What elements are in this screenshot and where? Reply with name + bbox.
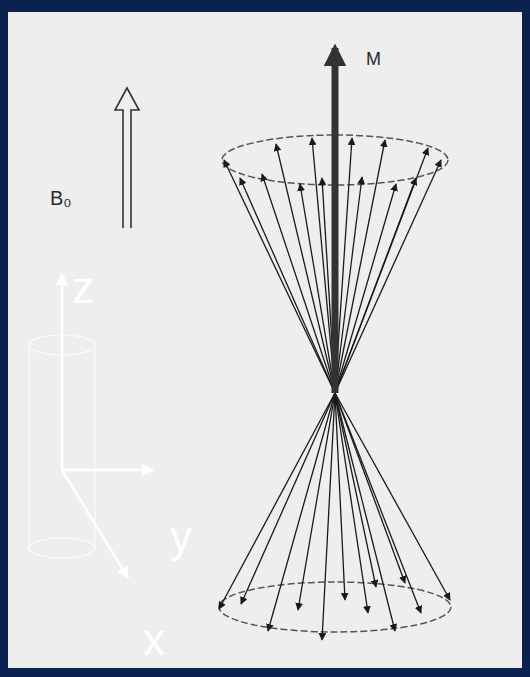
spin-vector (335, 393, 376, 587)
image-panel (8, 12, 522, 668)
magnetization-label: M (366, 50, 381, 68)
spin-vector (335, 148, 428, 393)
axis-label: y (170, 515, 192, 559)
spin-vector (300, 184, 335, 393)
spin-vector (335, 393, 450, 600)
spin-vector (241, 393, 335, 604)
spin-vector (262, 174, 335, 393)
coordinate-axes (62, 274, 153, 578)
spin-vector (224, 160, 335, 393)
spin-vector (335, 140, 385, 393)
spin-vector (276, 144, 335, 393)
spin-vector (335, 184, 396, 393)
spin-vector (219, 393, 335, 609)
magnetization-arrow (332, 48, 339, 393)
spin-vector (335, 177, 362, 393)
spin-vector (335, 393, 421, 613)
spin-vector (322, 393, 335, 640)
lower-cone-rim (219, 582, 451, 632)
field-label: B₀ (50, 188, 72, 208)
axis-label: x (143, 618, 165, 662)
field-arrow (115, 88, 139, 228)
spin-vector (240, 178, 335, 393)
spin-vector (335, 393, 395, 631)
spin-vector (335, 160, 441, 393)
axis-label: z (72, 266, 94, 310)
